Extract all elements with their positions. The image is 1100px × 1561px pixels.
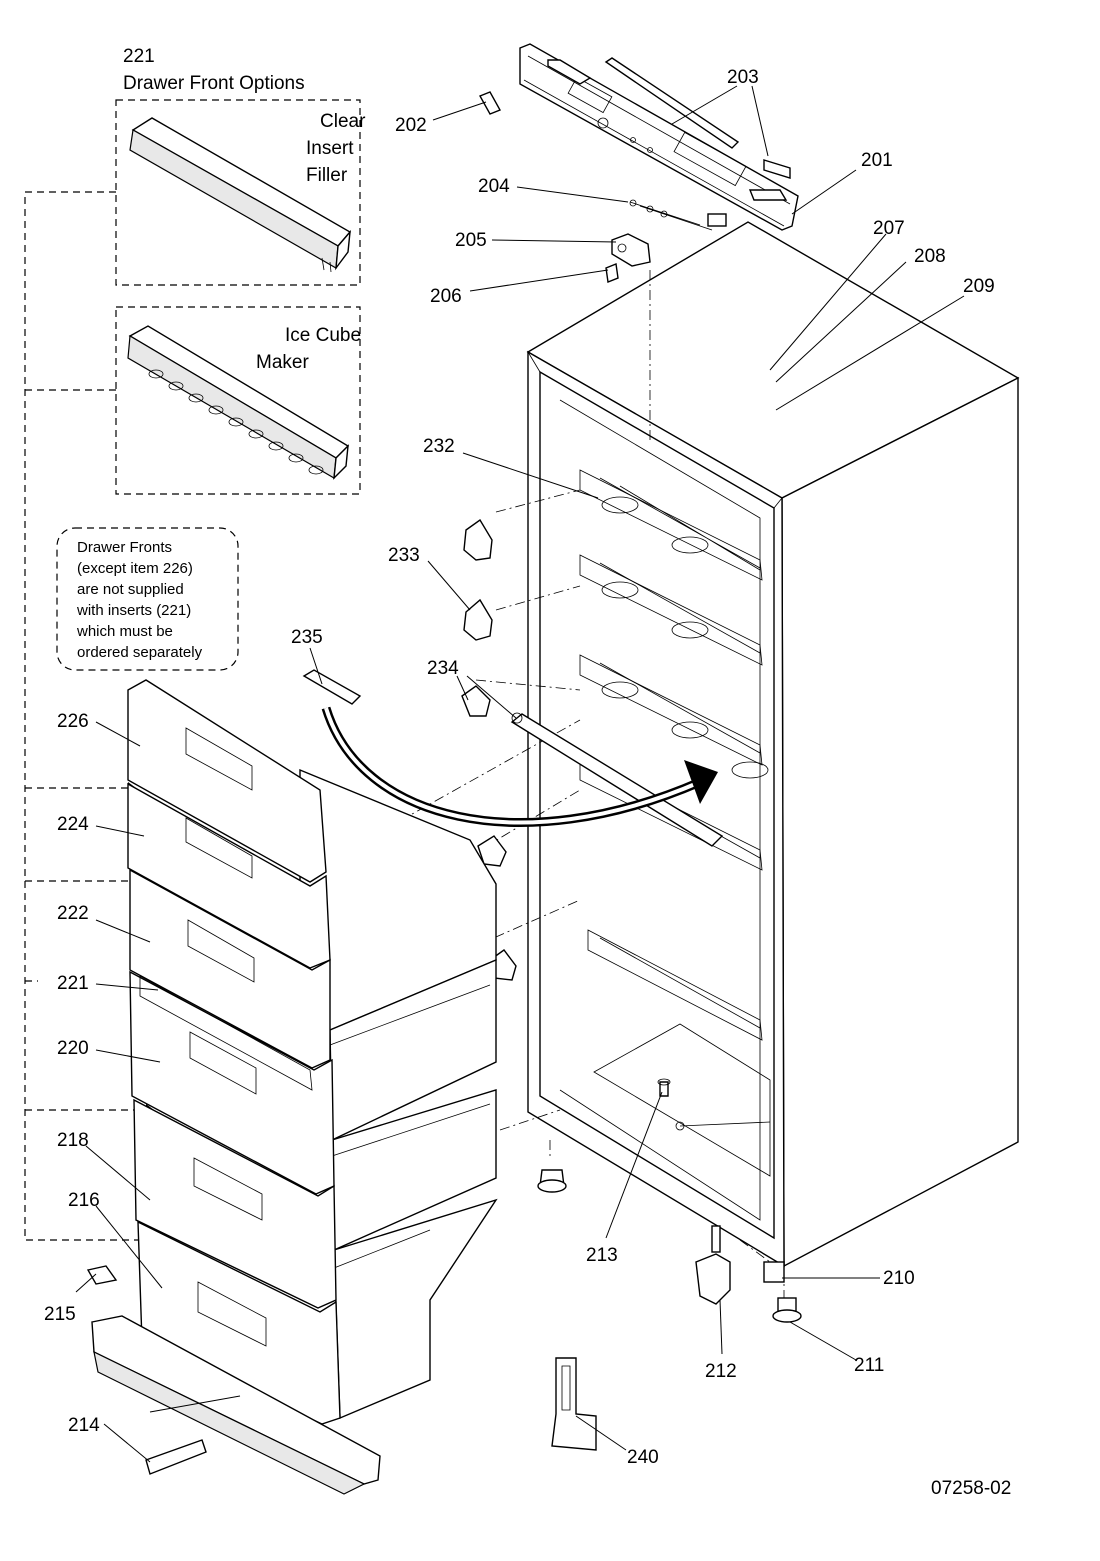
label-201: 201 [861, 150, 893, 171]
label-213: 213 [586, 1245, 618, 1266]
option-ice-line1: Ice Cube [285, 325, 361, 346]
options-title: 221 Drawer Front Options [123, 46, 305, 94]
label-207: 207 [873, 218, 905, 239]
options-title-text: Drawer Front Options [123, 73, 305, 94]
label-209: 209 [963, 276, 995, 297]
label-203: 203 [727, 67, 759, 88]
svg-text:with inserts (221): with inserts (221) [76, 602, 191, 619]
option-clear-line2: Insert [306, 138, 354, 159]
drawer-stack [127, 679, 498, 1425]
label-216: 216 [68, 1190, 100, 1211]
part-labels: 203 202 201 204 205 207 208 209 206 232 … [44, 67, 1011, 1499]
label-226: 226 [57, 711, 89, 732]
label-211: 211 [854, 1355, 884, 1376]
label-220: 220 [57, 1038, 89, 1059]
label-240: 240 [627, 1447, 659, 1468]
top-trim-201 [519, 43, 799, 231]
svg-text:(except item 226): (except item 226) [77, 560, 193, 577]
svg-text:are not supplied: are not supplied [77, 581, 184, 598]
part-202 [479, 91, 501, 115]
ice-cube-maker-part [127, 325, 350, 480]
option-ice-line2: Maker [256, 352, 309, 373]
stop-233 [463, 518, 493, 641]
label-214: 214 [68, 1415, 100, 1436]
label-224: 224 [57, 814, 89, 835]
trim-rod-203 [604, 57, 791, 179]
option-clear-line1: Clear [320, 111, 366, 132]
label-234: 234 [427, 658, 459, 679]
part-210 [763, 1261, 785, 1283]
label-202: 202 [395, 115, 427, 136]
part-215 [86, 1265, 118, 1285]
label-232: 232 [423, 436, 455, 457]
leader-lines [75, 85, 965, 1463]
clear-insert-filler-part [129, 117, 352, 273]
svg-text:ordered separately: ordered separately [77, 644, 203, 661]
bar-235 [302, 669, 362, 705]
switch-205 [611, 233, 651, 267]
note-text: Drawer Fronts (except item 226) are not … [76, 539, 203, 661]
wiring-204 [629, 199, 727, 231]
label-215: 215 [44, 1304, 76, 1325]
part-206 [605, 263, 619, 283]
svg-text:Drawer Fronts: Drawer Fronts [77, 539, 172, 556]
label-210: 210 [883, 1268, 915, 1289]
drawing-id: 07258-02 [931, 1478, 1011, 1499]
label-212: 212 [705, 1361, 737, 1382]
option-clear-line3: Filler [306, 165, 348, 186]
label-204: 204 [478, 176, 510, 197]
options-title-number: 221 [123, 46, 155, 67]
label-206: 206 [430, 286, 462, 307]
label-222: 222 [57, 903, 89, 924]
label-235: 235 [291, 627, 323, 648]
move-arrow [321, 706, 718, 827]
foot-211 [772, 1297, 802, 1323]
ice-cube-box [115, 306, 361, 495]
label-208: 208 [914, 246, 946, 267]
tool-240 [551, 1357, 597, 1451]
label-221: 221 [57, 973, 89, 994]
hinge-212 [695, 1225, 731, 1305]
clear-insert-box [115, 99, 361, 286]
label-218: 218 [57, 1130, 89, 1151]
kick-plate-214 [91, 1315, 381, 1495]
label-233: 233 [388, 545, 420, 566]
svg-text:which must be: which must be [76, 623, 173, 640]
foot-left [537, 1169, 567, 1193]
cabinet [526, 221, 1020, 1268]
label-205: 205 [455, 230, 487, 251]
note-box [56, 527, 239, 671]
